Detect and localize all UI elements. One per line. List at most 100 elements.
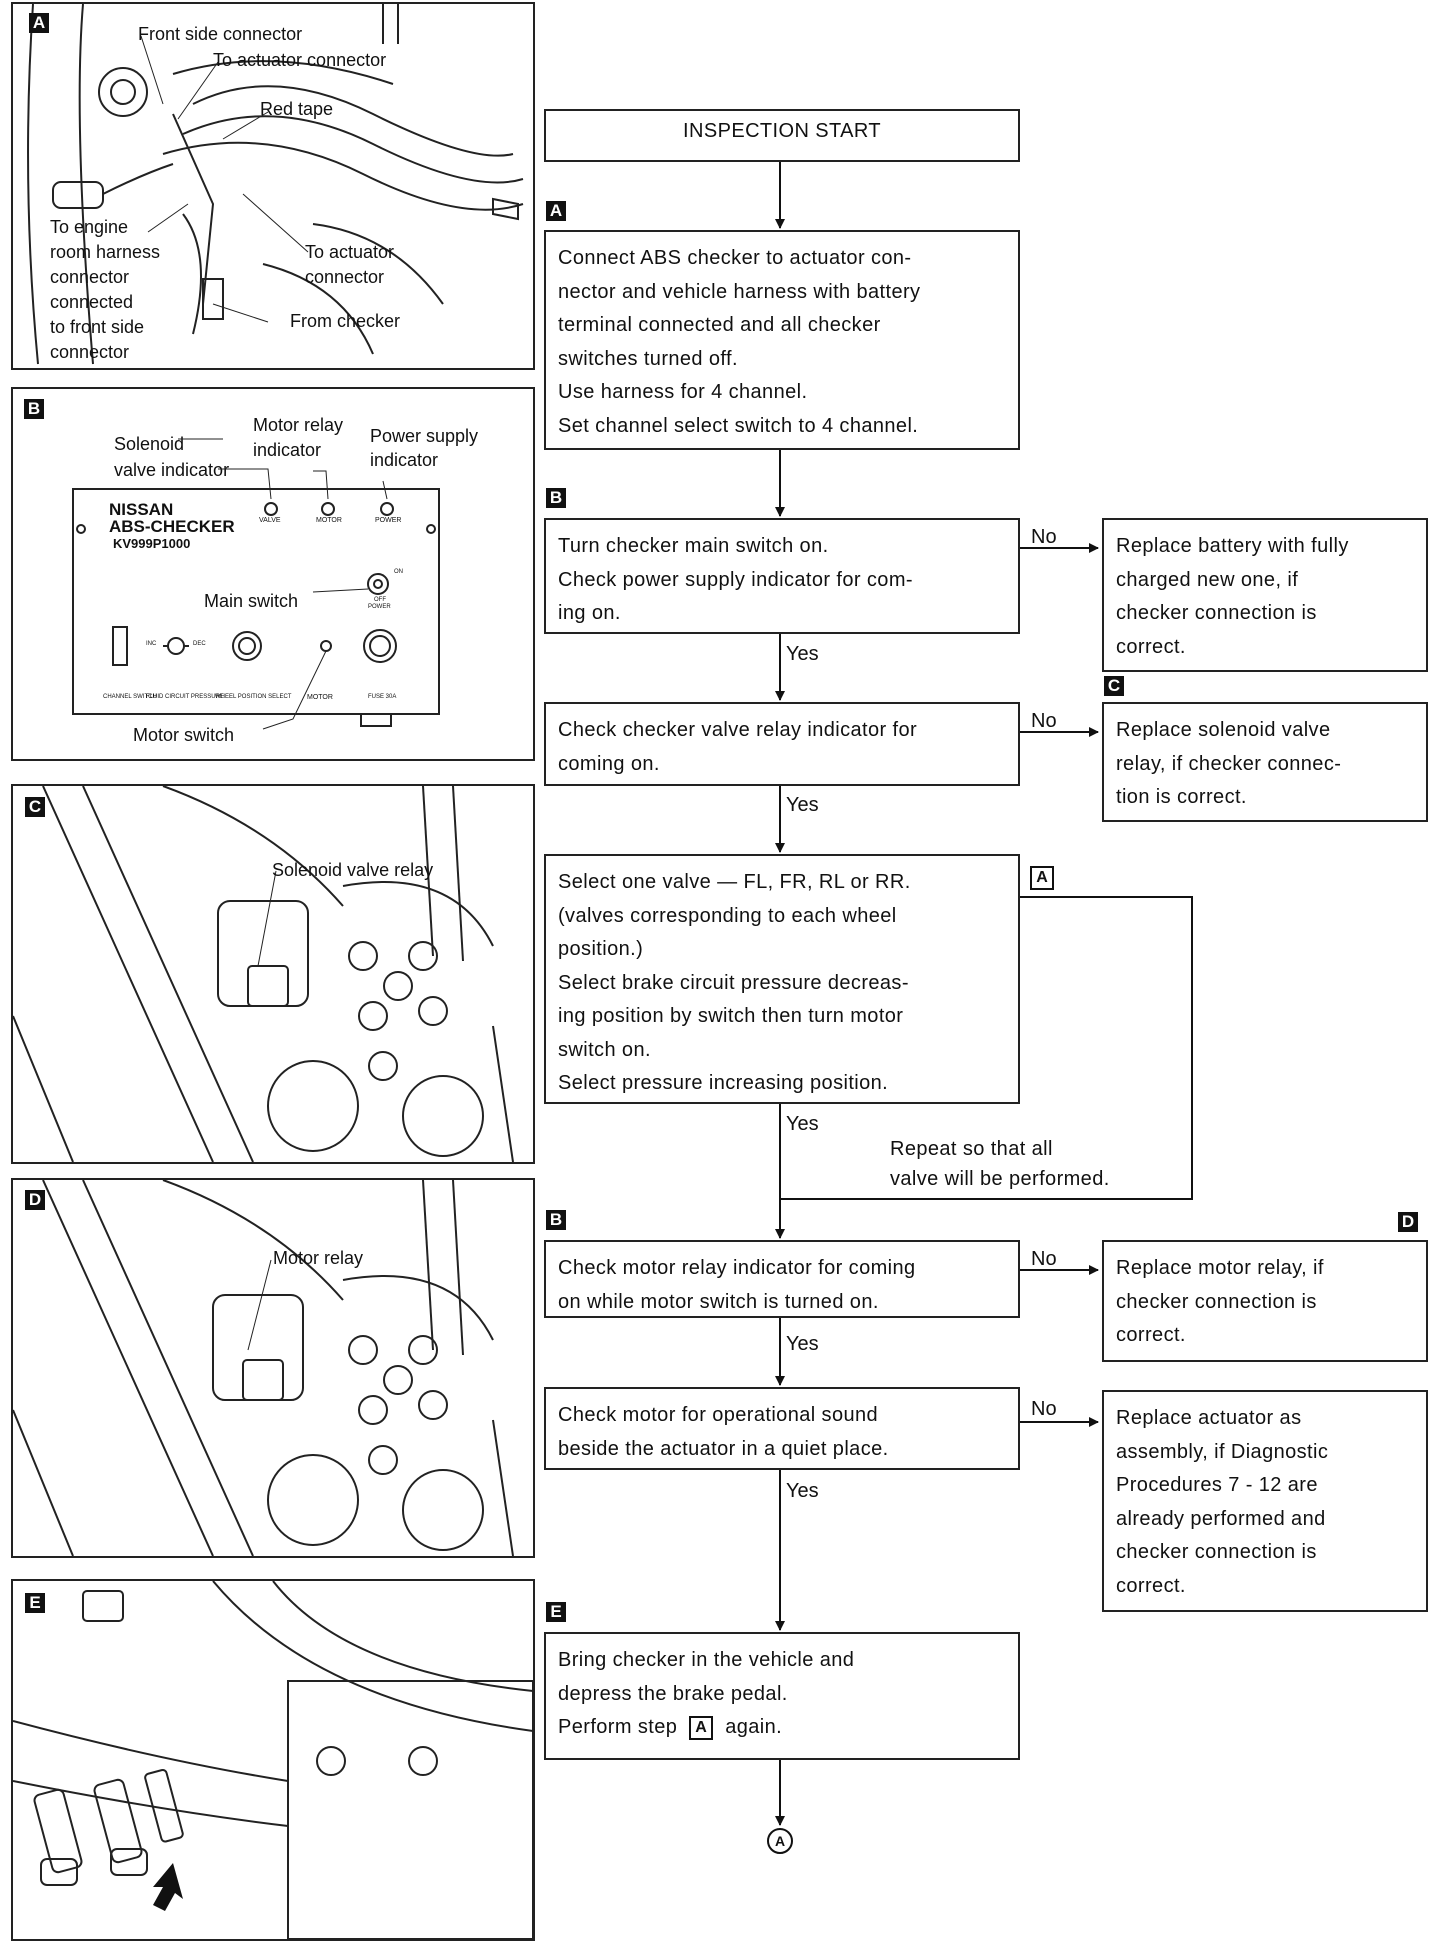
label-to-actuator: To actuator bbox=[305, 242, 395, 262]
figure-d-illustration bbox=[13, 1180, 514, 1556]
label-room-harness: room harness bbox=[50, 242, 161, 262]
step-e-text-b: again. bbox=[725, 1716, 783, 1738]
no-b-line: checker connection is bbox=[1116, 602, 1317, 624]
label-power-supply: Power supply bbox=[370, 426, 479, 446]
label-power-indicator: indicator bbox=[370, 450, 439, 470]
figure-b-badge: B bbox=[24, 399, 44, 419]
no-c-badge: C bbox=[1104, 676, 1124, 696]
label-power-small: POWER bbox=[375, 517, 402, 524]
step-c-line: coming on. bbox=[558, 752, 660, 775]
device-model: ABS-CHECKER bbox=[109, 517, 235, 536]
label-to-engine: To engine bbox=[50, 217, 129, 237]
label-power-switch-small: POWER bbox=[368, 604, 391, 610]
step-a-line: nector and vehicle harness with battery bbox=[558, 280, 921, 303]
step-e-line: Bring checker in the vehicle and bbox=[558, 1649, 855, 1671]
label-wheel-position: WHEEL POSITION SELECT bbox=[215, 694, 292, 700]
no-motor-line: correct. bbox=[1116, 1324, 1186, 1346]
inline-a-badge: A bbox=[689, 1715, 714, 1740]
label-fuse: FUSE 30A bbox=[368, 694, 397, 700]
label-to-actuator-connector: To actuator connector bbox=[213, 50, 387, 70]
step-motor-badge: B bbox=[546, 1210, 566, 1230]
step-a-line: Use harness for 4 channel. bbox=[558, 381, 808, 403]
yes-label: Yes bbox=[786, 643, 819, 665]
step-b-line: Turn checker main switch on. bbox=[558, 535, 829, 557]
checker-device-illustration bbox=[72, 438, 440, 730]
no-sound-line: assembly, if Diagnostic bbox=[1116, 1440, 1329, 1463]
label-main-switch: Main switch bbox=[204, 591, 299, 611]
figure-b-checker-panel: B Solenoid valve indicator Motor relay i… bbox=[11, 387, 535, 761]
figure-e-pedal-panel: E bbox=[11, 1579, 535, 1941]
step-valve-relay-indicator: Check checker valve relay indicator for … bbox=[544, 702, 1020, 786]
yes-label: Yes bbox=[786, 794, 819, 816]
figure-d-motor-relay-panel: D Motor relay bbox=[11, 1178, 535, 1558]
no-c-line: Replace solenoid valve bbox=[1116, 719, 1331, 741]
yes-label: Yes bbox=[786, 1113, 819, 1135]
device-brand: NISSAN bbox=[109, 500, 174, 519]
label-connector-2: connector bbox=[50, 342, 130, 362]
label-inc: INC bbox=[146, 641, 157, 647]
step-b-line: Check power supply indicator for com- bbox=[558, 568, 913, 591]
device-part-number: KV999P1000 bbox=[113, 536, 191, 551]
label-connected: connected bbox=[50, 292, 134, 312]
step-a-line: Connect ABS checker to actuator con- bbox=[558, 247, 912, 269]
label-valve-small: VALVE bbox=[259, 517, 281, 524]
step-valve-line: Select one valve — FL, FR, RL or RR. bbox=[558, 871, 911, 893]
label-motor-relay: Motor relay bbox=[253, 415, 344, 435]
no-sound-line: checker connection is bbox=[1116, 1541, 1317, 1563]
no-label: No bbox=[1031, 1248, 1057, 1270]
inspection-start-text: INSPECTION START bbox=[683, 120, 881, 142]
step-e-text-a: Perform step bbox=[558, 1716, 678, 1738]
step-valve-line: ing position by switch then turn motor bbox=[558, 1005, 904, 1027]
label-from-checker: From checker bbox=[290, 311, 401, 331]
figure-c-solenoid-relay-panel: C Solenoid valve relay bbox=[11, 784, 535, 1164]
step-a-badge: A bbox=[546, 201, 566, 221]
label-fluid-circuit: FLUID CIRCUIT PRESSURE bbox=[146, 694, 224, 700]
replace-actuator-box: Replace actuator as assembly, if Diagnos… bbox=[1102, 1390, 1428, 1612]
step-sound-line: Check motor for operational sound bbox=[558, 1404, 879, 1426]
figure-a-illustration bbox=[27, 4, 524, 365]
step-motor-sound: Check motor for operational sound beside… bbox=[544, 1387, 1020, 1470]
no-label: No bbox=[1031, 526, 1057, 548]
label-channel-switch: CHANNEL SWITCH bbox=[103, 694, 157, 700]
figure-a-harness-panel: A Front side connector To actuator conne… bbox=[11, 2, 535, 370]
step-a-line: Set channel select switch to 4 channel. bbox=[558, 414, 919, 437]
label-off-small: OFF bbox=[374, 597, 386, 603]
label-valve-indicator: valve indicator bbox=[114, 460, 230, 480]
replace-motor-relay-box: Replace motor relay, if checker connecti… bbox=[1102, 1240, 1428, 1362]
label-on-small: ON bbox=[394, 569, 403, 575]
label-solenoid: Solenoid bbox=[114, 434, 185, 454]
no-c-line: relay, if checker connec- bbox=[1116, 752, 1342, 775]
label-solenoid-valve-relay: Solenoid valve relay bbox=[272, 860, 434, 880]
yes-label: Yes bbox=[786, 1333, 819, 1355]
loop-a-badge: A bbox=[1030, 866, 1054, 890]
no-sound-line: Procedures 7 - 12 are bbox=[1116, 1474, 1318, 1496]
label-dec: DEC bbox=[193, 641, 206, 647]
no-motor-line: checker connection is bbox=[1116, 1290, 1317, 1313]
step-motor-line: on while motor switch is turned on. bbox=[558, 1290, 879, 1313]
no-sound-line: Replace actuator as bbox=[1116, 1407, 1302, 1429]
label-to-front-side: to front side bbox=[50, 317, 145, 337]
step-motor-relay-indicator: Check motor relay indicator for coming o… bbox=[544, 1240, 1020, 1318]
step-valve-line: (valves corresponding to each wheel bbox=[558, 904, 897, 927]
no-b-line: charged new one, if bbox=[1116, 568, 1299, 591]
yes-label: Yes bbox=[786, 1480, 819, 1502]
no-motor-line: Replace motor relay, if bbox=[1116, 1257, 1324, 1279]
step-c-line: Check checker valve relay indicator for bbox=[558, 719, 918, 741]
no-b-line: correct. bbox=[1116, 635, 1186, 658]
step-valve-line: Select brake circuit pressure decreas- bbox=[558, 971, 909, 994]
label-motor-relay-d: Motor relay bbox=[273, 1248, 364, 1268]
label-connector-3: connector bbox=[305, 267, 385, 287]
step-e-badge: E bbox=[546, 1602, 566, 1622]
figure-e-badge: E bbox=[25, 1593, 45, 1613]
label-motor-small: MOTOR bbox=[316, 517, 342, 524]
step-e-line: depress the brake pedal. bbox=[558, 1682, 788, 1705]
inspection-start-box: INSPECTION START bbox=[544, 109, 1020, 162]
replace-solenoid-relay-box: Replace solenoid valve relay, if checker… bbox=[1102, 702, 1428, 822]
step-sound-line: beside the actuator in a quiet place. bbox=[558, 1437, 889, 1460]
figure-c-illustration bbox=[13, 786, 514, 1162]
step-bring-checker: Bring checker in the vehicle and depress… bbox=[544, 1632, 1020, 1760]
no-motor-badge: D bbox=[1398, 1212, 1418, 1232]
repeat-note-line-2: valve will be performed. bbox=[890, 1168, 1110, 1190]
step-a-line: switches turned off. bbox=[558, 347, 738, 370]
step-main-switch: Turn checker main switch on. Check power… bbox=[544, 518, 1020, 634]
